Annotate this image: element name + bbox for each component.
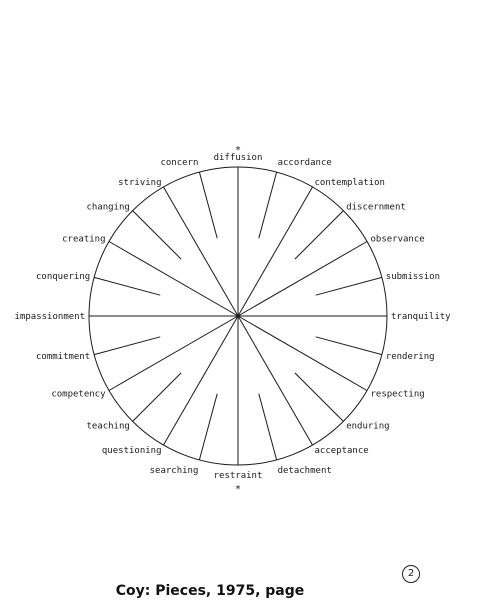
- spoke-line-searching: [198, 393, 218, 461]
- spoke-label-competency: competency: [51, 390, 106, 400]
- spoke-line-conquering: [93, 276, 161, 296]
- spoke-label-restraint: restraint: [214, 471, 263, 481]
- spoke-label-striving: striving: [118, 178, 161, 188]
- spoke-label-creating: creating: [62, 235, 105, 245]
- spoke-label-rendering: rendering: [386, 352, 435, 362]
- spoke-label-submission: submission: [386, 272, 440, 282]
- spoke-line-respecting: [237, 315, 368, 391]
- figure-caption: Coy: Pieces, 1975, page: [115, 583, 305, 599]
- spoke-line-striving: [163, 186, 239, 317]
- spoke-label-changing: changing: [86, 202, 129, 212]
- spoke-line-teaching: [132, 372, 182, 422]
- spoke-line-rendering: [315, 336, 383, 356]
- spoke-line-concern: [198, 171, 218, 239]
- spoke-label-acceptance: acceptance: [315, 446, 369, 456]
- spoke-label-enduring: enduring: [346, 422, 389, 432]
- spoke-line-detachment: [258, 393, 278, 461]
- spoke-label-respecting: respecting: [371, 390, 425, 400]
- spoke-line-questioning: [163, 315, 239, 446]
- top-star-mark: *: [235, 145, 241, 156]
- spoke-line-competency: [108, 315, 239, 391]
- spoke-line-accordance: [258, 171, 278, 239]
- spoke-label-detachment: detachment: [278, 466, 332, 476]
- spoke-label-tranquility: tranquility: [391, 312, 451, 322]
- spoke-label-searching: searching: [150, 466, 199, 476]
- spoke-line-observance: [237, 241, 368, 317]
- spoke-line-submission: [315, 276, 383, 296]
- spoke-label-teaching: teaching: [86, 422, 129, 432]
- spoke-label-commitment: commitment: [36, 352, 90, 362]
- spoke-line-commitment: [93, 336, 161, 356]
- spoke-label-conquering: conquering: [36, 272, 90, 282]
- bottom-star-mark: *: [235, 484, 241, 495]
- spoke-line-acceptance: [237, 315, 313, 446]
- spoke-label-contemplation: contemplation: [315, 178, 385, 188]
- spoke-line-discernment: [294, 210, 344, 260]
- spoke-label-questioning: questioning: [102, 446, 162, 456]
- spoke-label-impassionment: impassionment: [15, 312, 85, 322]
- spoke-label-accordance: accordance: [278, 158, 332, 168]
- spoke-line-contemplation: [237, 186, 313, 317]
- spoke-line-enduring: [294, 372, 344, 422]
- spoke-line-changing: [132, 210, 182, 260]
- spoke-label-observance: observance: [371, 235, 425, 245]
- spoke-label-diffusion: diffusion: [214, 153, 263, 163]
- spoke-label-concern: concern: [160, 158, 198, 168]
- spoke-label-discernment: discernment: [346, 202, 406, 212]
- page-number-badge: 2: [402, 565, 420, 583]
- spoke-line-creating: [108, 241, 239, 317]
